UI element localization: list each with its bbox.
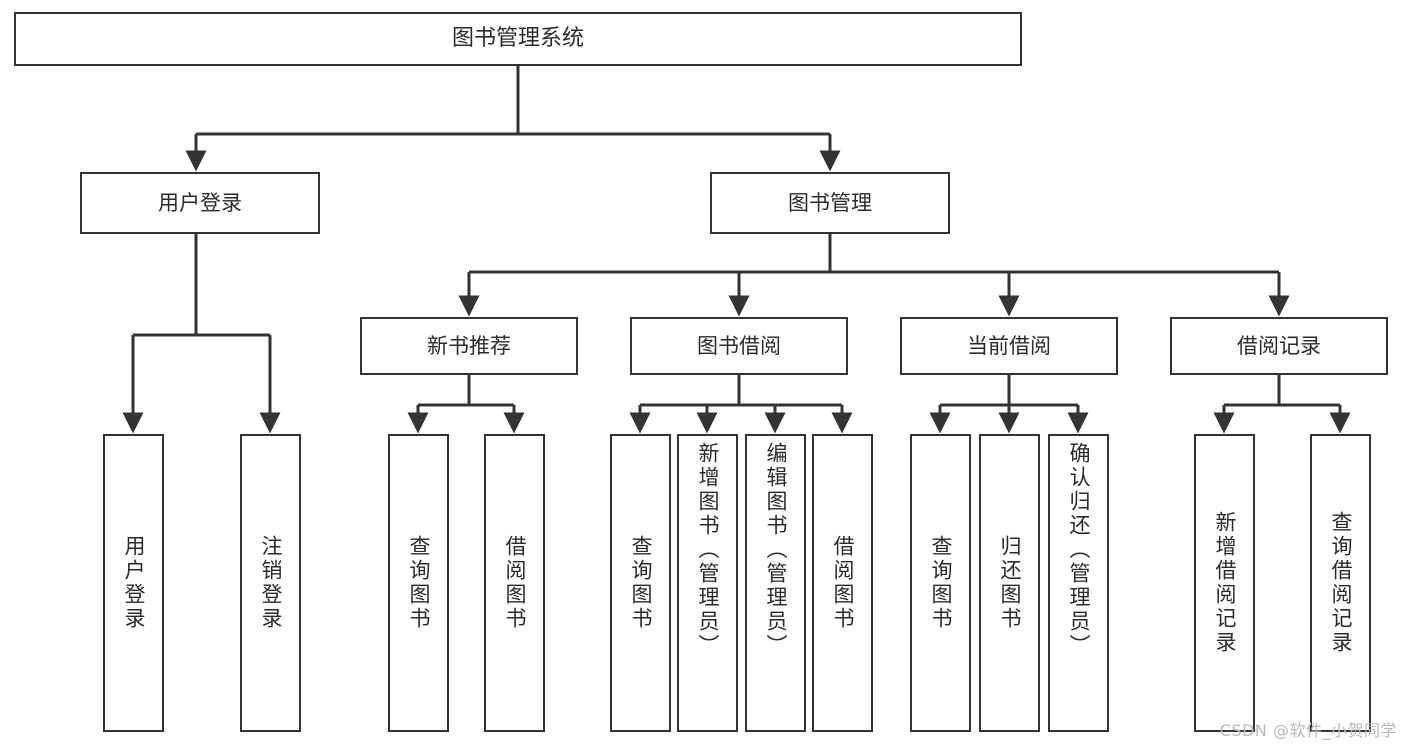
node-borrow-records-label: 借阅记录 [1237,333,1321,358]
node-leaf-add-book-admin-label: 新增图书（管理员） [696,442,720,658]
node-leaf-query-book-current[interactable]: 查询图书 [910,434,971,732]
node-leaf-borrow-book-label: 借阅图书 [831,535,855,631]
node-root-label: 图书管理系统 [451,26,584,52]
node-leaf-confirm-return-admin-label: 确认归还（管理员） [1067,442,1091,658]
node-leaf-query-book-borrow-label: 查询图书 [629,535,653,631]
node-leaf-edit-book-admin[interactable]: 编辑图书（管理员） [745,434,806,732]
node-leaf-return-book[interactable]: 归还图书 [979,434,1040,732]
node-current-borrow-label: 当前借阅 [967,333,1051,358]
node-user-login[interactable]: 用户登录 [80,172,320,234]
node-leaf-borrow-book-new-label: 借阅图书 [503,535,527,631]
node-leaf-query-book-new[interactable]: 查询图书 [388,434,449,732]
node-root[interactable]: 图书管理系统 [14,12,1022,66]
node-new-book-recommend-label: 新书推荐 [427,333,511,358]
node-borrow-records[interactable]: 借阅记录 [1170,317,1388,375]
node-current-borrow[interactable]: 当前借阅 [900,317,1118,375]
node-leaf-query-book-borrow[interactable]: 查询图书 [610,434,671,732]
node-leaf-logout[interactable]: 注销登录 [240,434,301,732]
node-book-management-label: 图书管理 [788,190,872,215]
node-leaf-user-login[interactable]: 用户登录 [103,434,164,732]
node-leaf-add-borrow-record[interactable]: 新增借阅记录 [1194,434,1255,732]
node-leaf-borrow-book[interactable]: 借阅图书 [812,434,873,732]
node-leaf-return-book-label: 归还图书 [998,535,1022,631]
node-new-book-recommend[interactable]: 新书推荐 [360,317,578,375]
node-book-borrow-label: 图书借阅 [697,333,781,358]
node-leaf-query-book-current-label: 查询图书 [929,535,953,631]
node-leaf-confirm-return-admin[interactable]: 确认归还（管理员） [1048,434,1109,732]
node-leaf-user-login-label: 用户登录 [122,535,146,631]
node-leaf-query-book-new-label: 查询图书 [407,535,431,631]
node-leaf-query-borrow-record-label: 查询借阅记录 [1329,511,1353,655]
node-leaf-query-borrow-record[interactable]: 查询借阅记录 [1310,434,1371,732]
node-book-borrow[interactable]: 图书借阅 [630,317,848,375]
node-leaf-edit-book-admin-label: 编辑图书（管理员） [764,442,788,658]
node-leaf-add-book-admin[interactable]: 新增图书（管理员） [677,434,738,732]
node-book-management[interactable]: 图书管理 [710,172,950,234]
node-leaf-borrow-book-new[interactable]: 借阅图书 [484,434,545,732]
node-leaf-add-borrow-record-label: 新增借阅记录 [1213,511,1237,655]
node-user-login-label: 用户登录 [158,190,242,215]
csdn-watermark: CSDN @软件_小贺同学 [1219,721,1397,740]
node-leaf-logout-label: 注销登录 [259,535,283,631]
